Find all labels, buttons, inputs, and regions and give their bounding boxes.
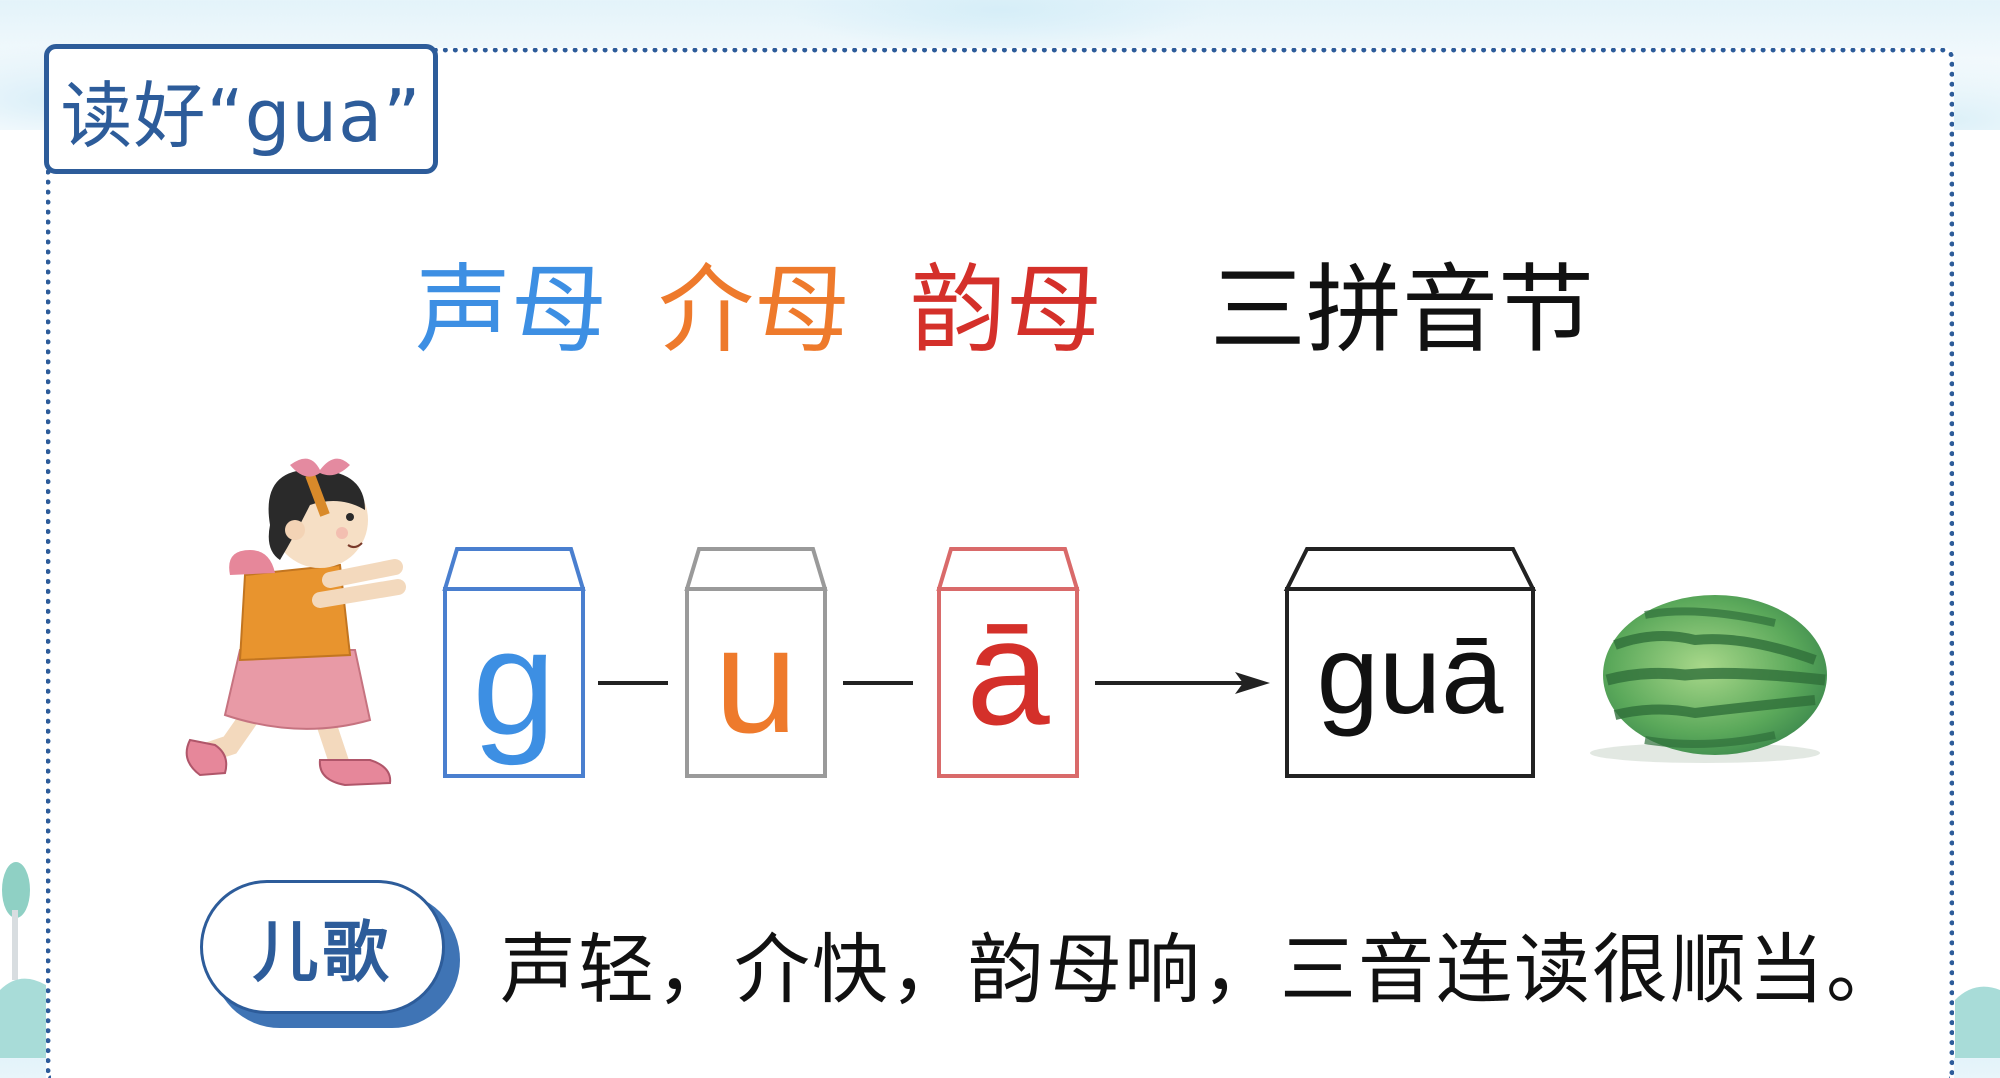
- result-syllable-box: guā: [1283, 547, 1537, 778]
- badge-pill: 儿歌: [200, 880, 445, 1014]
- rhyme-text: 声轻，介快，韵母响，三音连读很顺当。: [500, 925, 1904, 1014]
- arrow-right-icon: [1095, 672, 1270, 694]
- heading-sanpin-yinjie: 三拼音节: [1210, 254, 1594, 366]
- jiemu-box: u: [684, 547, 828, 778]
- shengmu-letter: g: [472, 598, 556, 766]
- heading-yunmu: 韵母: [910, 254, 1102, 366]
- girl-pushing-illustration: [185, 458, 406, 787]
- lesson-title-tab: 读好“gua”: [44, 44, 438, 174]
- syllable-type-heading: 声母 介母 韵母 三拼音节: [0, 255, 2000, 365]
- connector-line: [843, 681, 913, 685]
- connector-line: [598, 681, 668, 685]
- lesson-title: 读好“gua”: [60, 73, 422, 158]
- yunmu-letter: ā: [966, 588, 1050, 756]
- shengmu-box: g: [442, 547, 586, 778]
- bush-decoration-icon: [1955, 986, 2000, 1058]
- jiemu-letter: u: [714, 596, 798, 764]
- heading-jiemu: 介母: [658, 254, 850, 366]
- watermelon-illustration: [1590, 595, 1827, 763]
- yunmu-box: ā: [936, 547, 1080, 778]
- rhyme-badge: 儿歌: [200, 880, 460, 1028]
- tree-decoration-icon: [0, 862, 46, 1058]
- heading-shengmu: 声母: [415, 254, 607, 366]
- rhyme-badge-label: 儿歌: [252, 914, 393, 991]
- result-syllable: guā: [1316, 612, 1504, 737]
